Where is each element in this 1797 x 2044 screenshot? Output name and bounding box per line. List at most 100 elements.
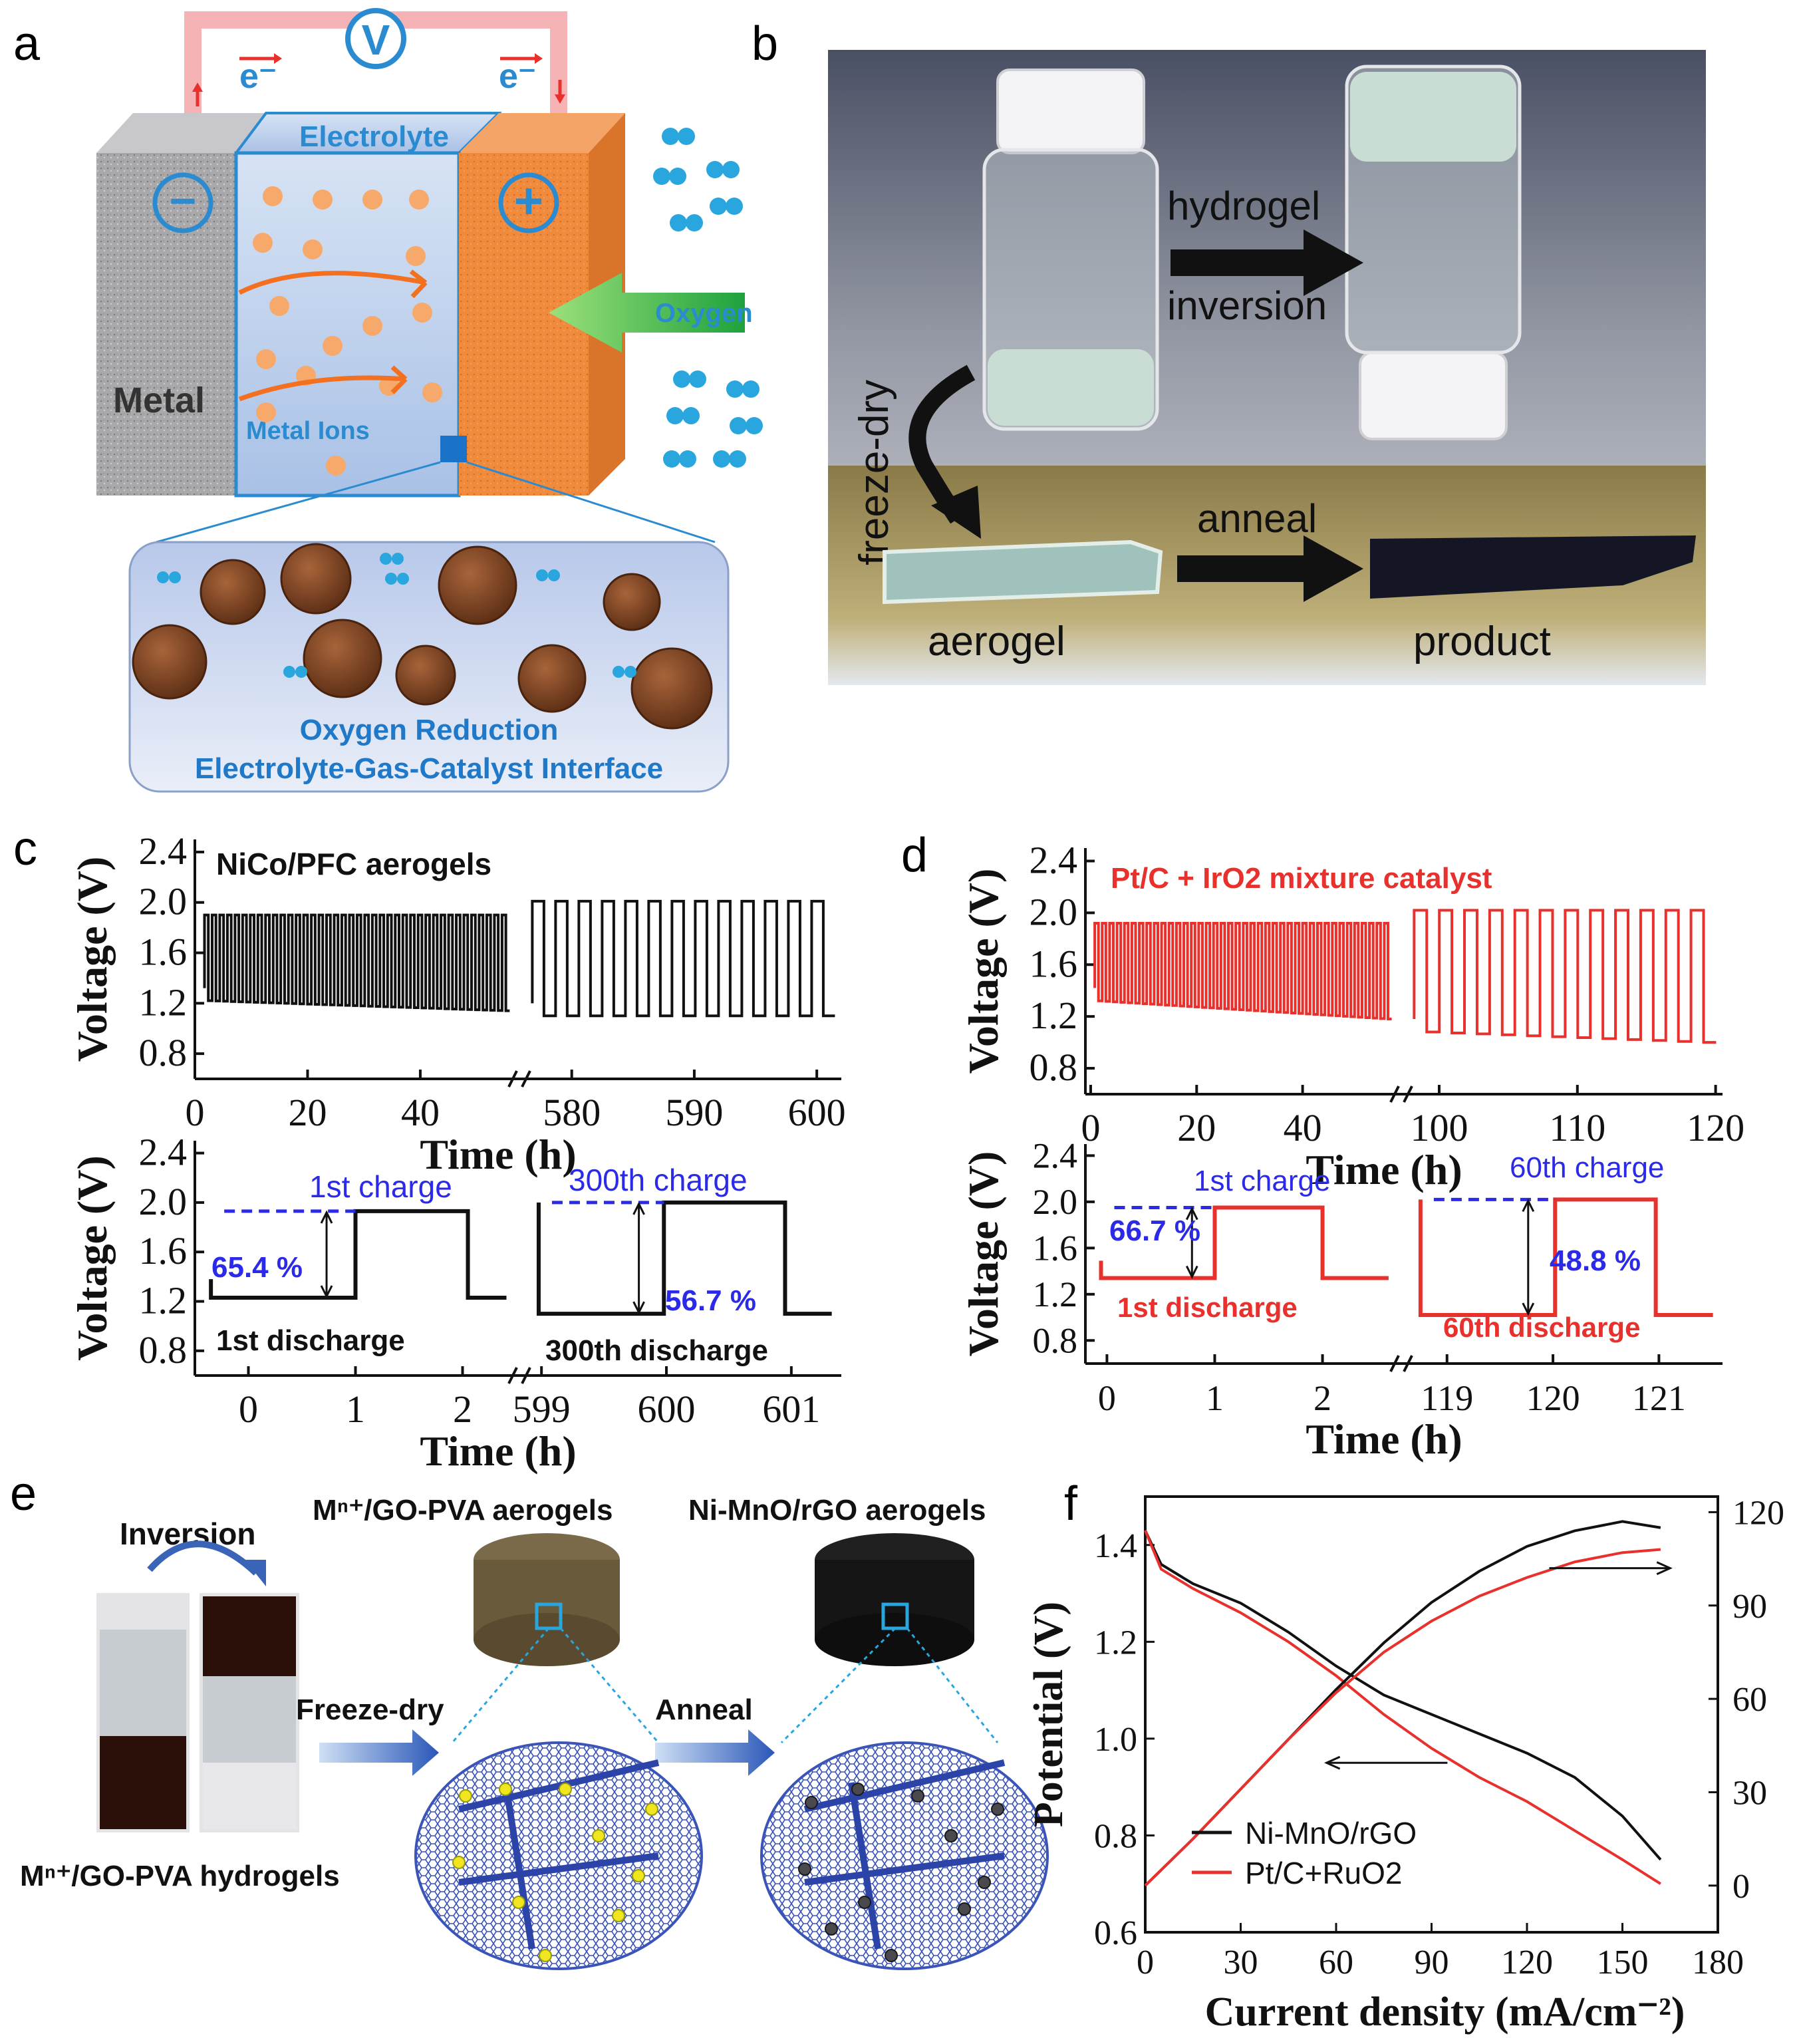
polarization-curve [1144,1530,1661,1885]
inset-subtitle: Electrolyte-Gas-Catalyst Interface [195,752,663,785]
panel-c: c NiCo/PFC aerogels 2.42.01.61.20.8Volta… [13,822,846,1475]
e-aerogel-right-label: Ni-MnO/rGO aerogels [688,1494,986,1527]
panel-d: d Pt/C + IrO2 mixture catalyst 2.42.01.6… [901,829,1744,1463]
y-tick-label: 0.8 [1030,1046,1078,1089]
vial-upright [982,69,1159,431]
efficiency-gap-arrowheads [1185,1207,1198,1279]
x-tick-label: 20 [288,1091,327,1134]
e-inversion-arrowhead [245,1560,266,1586]
x-tick-label: 600 [788,1091,846,1134]
x-tick-label: 0 [1081,1106,1100,1149]
c-first-charge-label: 1st charge [309,1169,452,1204]
x-tick-label: 180 [1692,1944,1744,1981]
voltage-trace [531,899,835,1018]
oxygen-arrow [549,273,745,353]
y2-tick-label: 30 [1732,1774,1767,1812]
electrolyte-label: Electrolyte [299,120,449,153]
plus-symbol: + [514,173,543,229]
legend-label: Pt/C+RuO2 [1245,1856,1403,1890]
d-first-charge-label: 1st charge [1194,1165,1330,1197]
y-axis-label: Voltage (V) [960,869,1007,1074]
battery-block: Electrolyte − + Metal Metal Ions Oxygen [96,112,763,498]
x-tick-label: 580 [543,1091,601,1134]
panel-letter-b: b [752,17,778,71]
c-first-efficiency-label: 65.4 % [211,1251,303,1284]
interface-inset: Oxygen Reduction Electrolyte-Gas-Catalys… [128,461,730,793]
voltage-trace [536,1200,832,1316]
e-mesh-left [414,1741,703,1970]
y-tick-label: 1.2 [139,1279,188,1322]
x-axis-label: Time (h) [1306,1415,1462,1463]
e-vial-photos [96,1593,299,1832]
y-tick-label: 1.2 [1094,1624,1137,1662]
y-axis-label: Voltage (V) [69,857,116,1062]
electron-right-label: e⁻ [499,57,536,96]
metal-top-face [96,113,266,153]
y-tick-label: 2.4 [1033,1135,1078,1175]
y-axis-label: Potential (V) [1026,1602,1071,1827]
y-tick-label: 2.4 [139,829,188,873]
x-tick-label: 30 [1224,1944,1258,1981]
metal-ion-particles [253,186,442,476]
x-tick-label: 90 [1415,1944,1449,1981]
e-aerogel-left-bottom [474,1613,620,1666]
y-tick-label: 0.8 [1094,1817,1137,1855]
e-aerogel-right-bottom [815,1613,974,1666]
minus-symbol: − [170,175,197,227]
y-tick-label: 0.8 [139,1031,188,1074]
x-tick-label: 120 [1687,1106,1744,1149]
ion-flow-arrow-1 [238,271,426,295]
product-label: product [1413,619,1551,664]
aerogel-label: aerogel [928,619,1065,664]
anneal-arrow [1177,535,1363,602]
efficiency-gap-arrowheads [320,1210,333,1299]
voltage-trace [1093,921,1392,1021]
voltage-trace [203,913,510,1012]
efficiency-gap-arrowheads [632,1201,645,1315]
ion-flow-arrowhead-2 [390,365,408,394]
y-tick-label: 1.0 [1094,1721,1137,1759]
anneal-label: anneal [1197,496,1317,541]
product-sample [1370,535,1696,599]
electron-arrowhead-right [535,53,543,64]
y-tick-label: 1.6 [1030,942,1078,985]
freeze-dry-arrowhead [931,486,981,539]
aerogel-sample [883,539,1163,605]
anode-minus-sign [152,172,213,233]
ion-flow-arrowhead-1 [409,269,428,299]
x-tick-label: 121 [1632,1378,1686,1418]
current-arrowhead-up [192,82,203,92]
inset-title: Oxygen Reduction [300,714,559,746]
left-axis-indicator-arrowhead [1323,1755,1341,1770]
inset-oxygen-molecules [157,553,636,678]
power-density-curve [1144,1548,1661,1887]
x-tick-label: 40 [1284,1106,1322,1149]
panel-letter-c: c [13,822,37,875]
panel-a: a V e⁻ e⁻ Elect [13,8,763,793]
e-mesh-right [760,1741,1049,1970]
panel-letter-a: a [13,17,41,71]
e-freeze-dry-label: Freeze-dry [296,1693,444,1726]
cathode-top-face [459,113,625,153]
hydrogel-label: hydrogel [1167,184,1320,228]
x-tick-label: 2 [453,1387,472,1431]
inset-zoom-lines [156,461,716,543]
panel-letter-e: e [10,1467,37,1521]
cathode-plus-sign [498,172,559,233]
electrolyte-region [234,151,461,498]
e-anneal-label: Anneal [655,1693,753,1726]
c-300th-charge-label: 300th charge [569,1163,748,1197]
x-tick-label: 601 [762,1387,820,1431]
air-cathode [459,153,589,496]
x-tick-label: 119 [1421,1378,1473,1418]
current-arrowhead-down [555,94,565,104]
x-tick-label: 120 [1501,1944,1553,1981]
y-tick-label: 1.2 [139,980,188,1024]
y-tick-label: 0.8 [139,1328,188,1372]
